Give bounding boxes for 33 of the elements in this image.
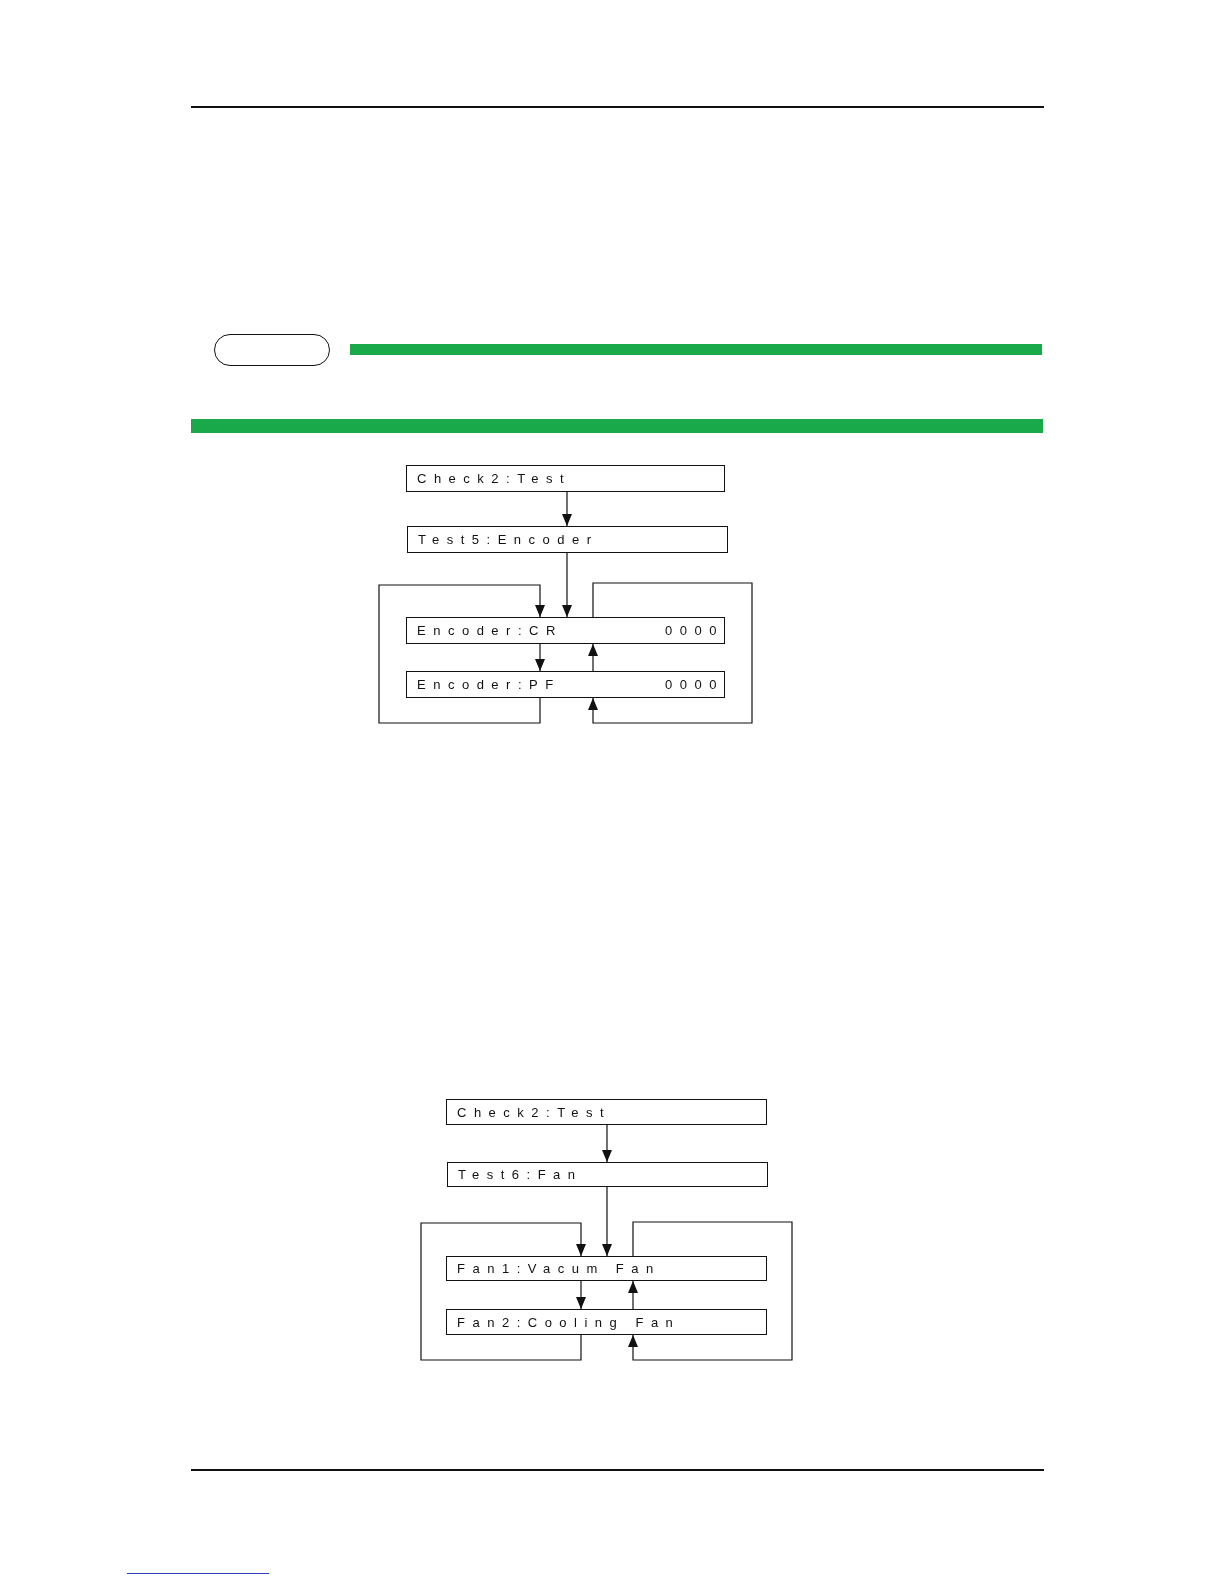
menu-box [447,1162,768,1187]
arrow [535,643,545,672]
arrow [378,584,545,724]
arrow [562,491,572,527]
arrow [562,552,572,618]
menu-text: Check2:Test [417,471,572,486]
section-bar [191,419,1043,433]
menu-box [446,1309,767,1335]
menu-box [446,1256,767,1281]
arrow [588,582,753,724]
menu-text: Fan2:Cooling Fan [457,1314,681,1330]
arrow [602,1186,612,1257]
arrow [420,1222,586,1361]
menu-text: Encoder:CR [417,623,563,638]
section-bar [350,344,1042,355]
menu-box [407,526,728,553]
pill-outline [214,334,330,366]
arrow [588,643,598,672]
menu-box [406,465,725,492]
menu-text: Test5:Encoder [418,532,599,547]
menu-text: Check2:Test [457,1104,612,1120]
arrow [576,1280,586,1310]
menu-text: Test6:Fan [458,1167,583,1182]
arrow [628,1280,638,1310]
menu-box [446,1099,767,1125]
arrow [628,1221,793,1361]
counter-value: 0000 [665,623,724,638]
counter-value: 0000 [665,677,724,692]
menu-text: Encoder:PF [417,677,561,692]
menu-box [406,671,725,698]
arrow [602,1124,612,1163]
menu-text: Fan1:Vacum Fan [457,1261,661,1276]
menu-box [406,617,725,644]
